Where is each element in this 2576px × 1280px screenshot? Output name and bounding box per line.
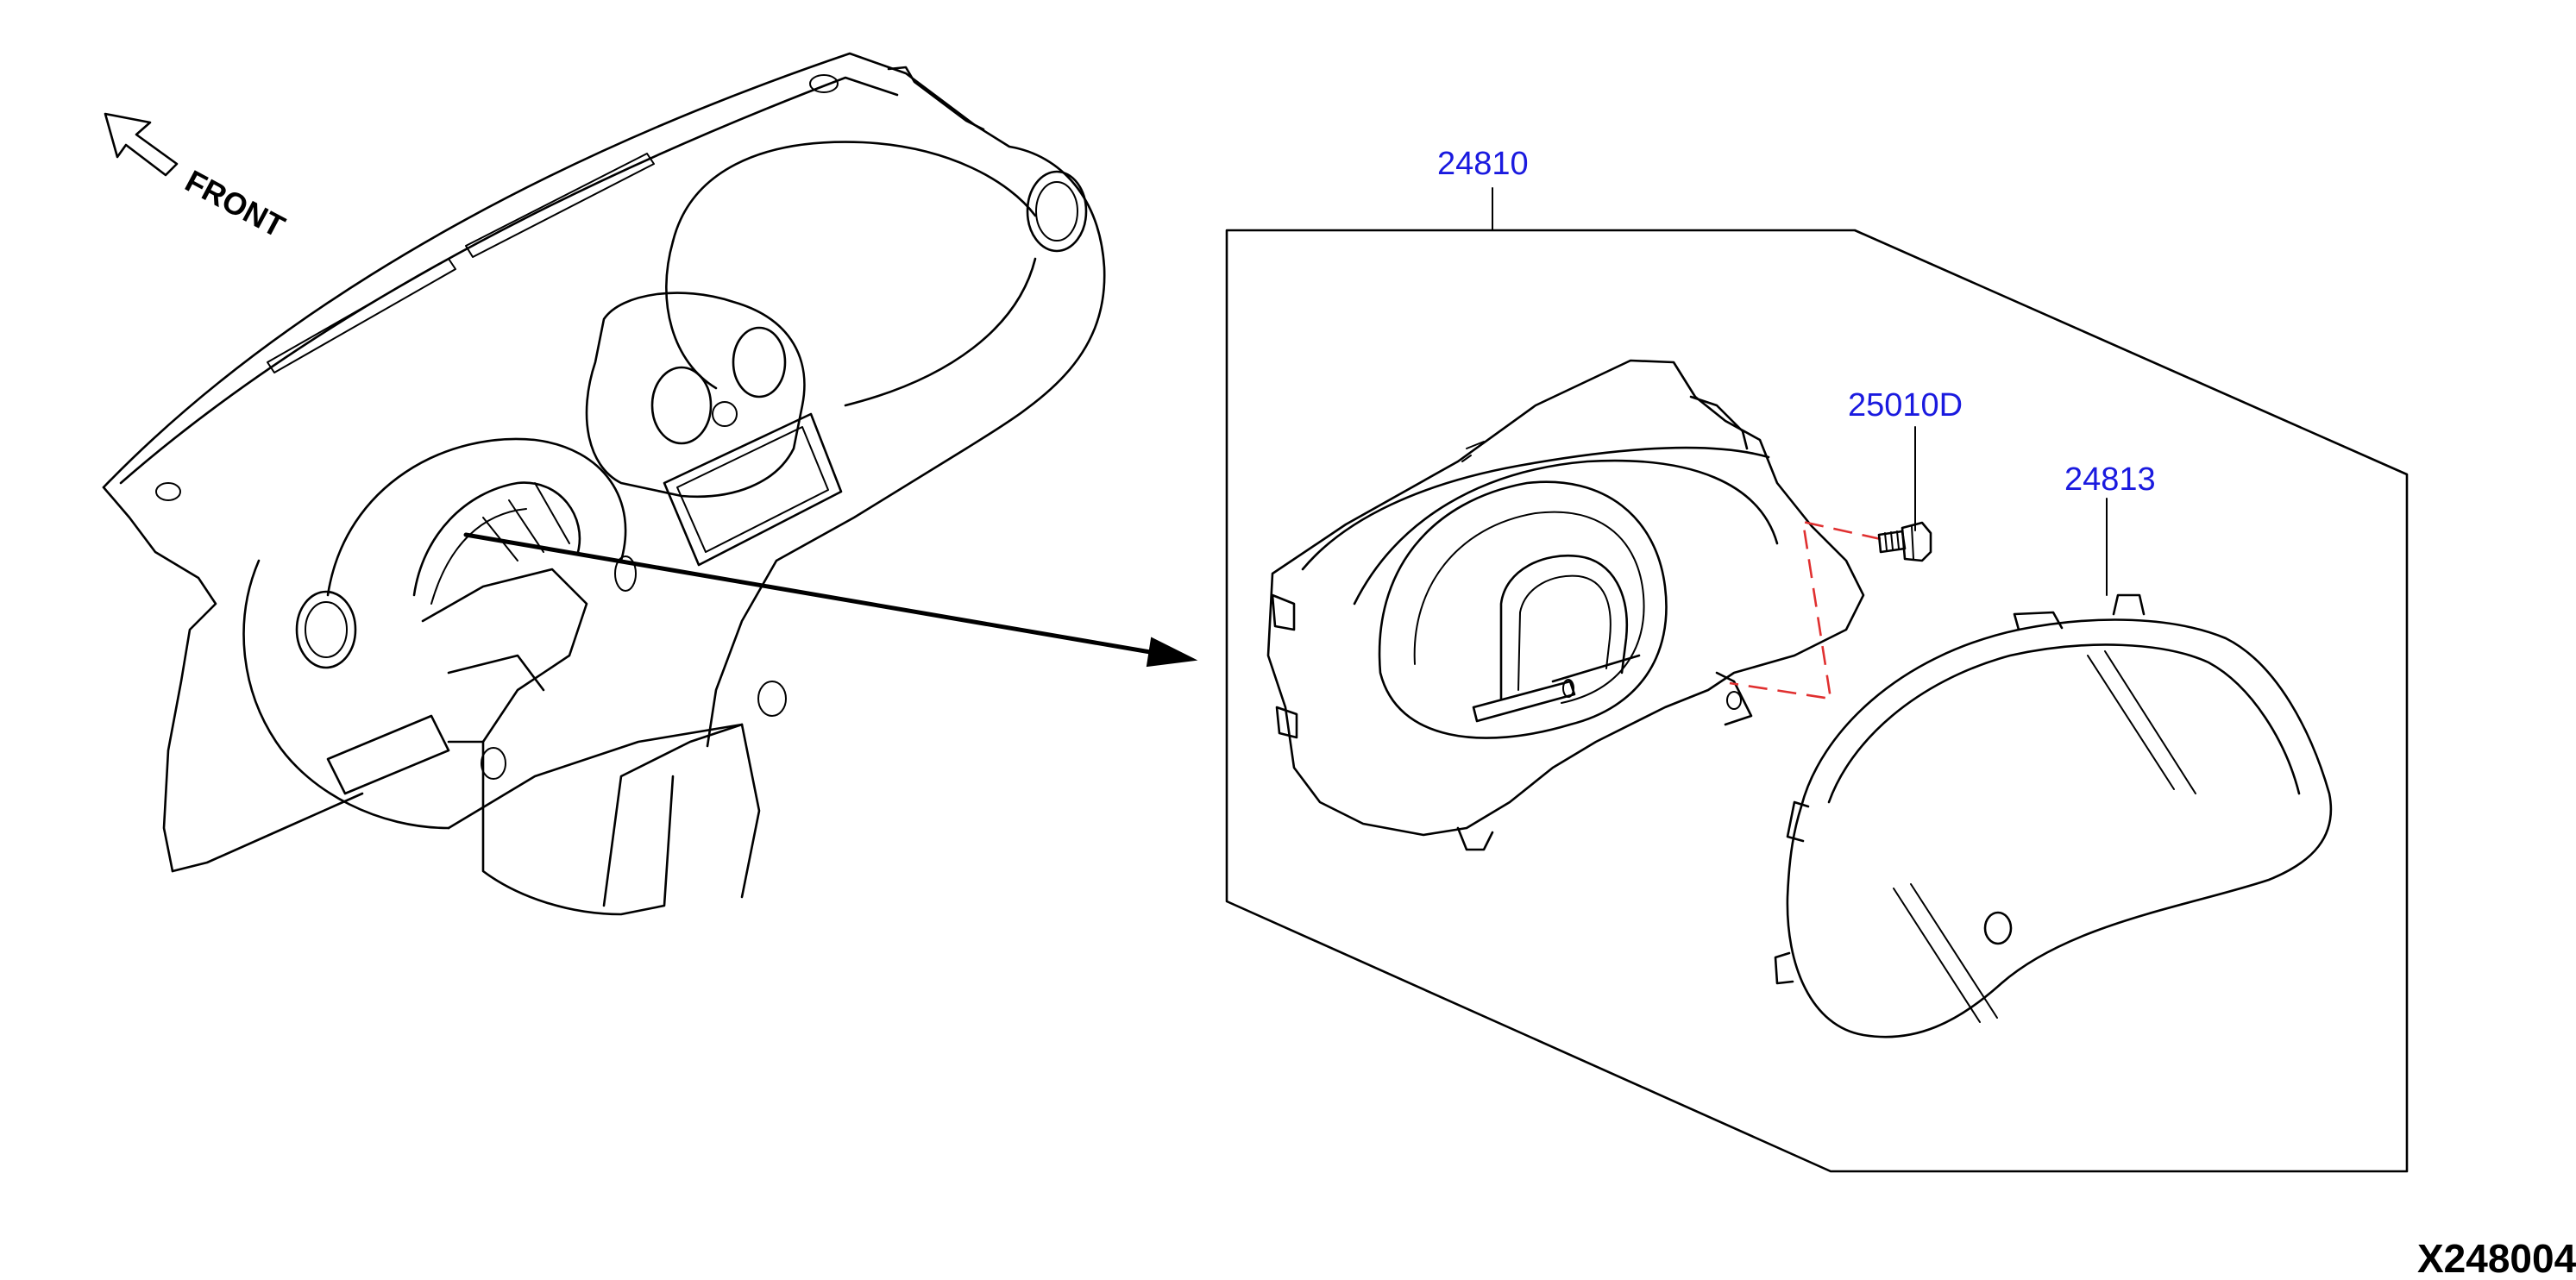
cluster-leader-arrow — [463, 532, 1198, 668]
cluster-lens-24813 — [1774, 593, 2333, 1038]
front-label: FRONT — [179, 163, 291, 244]
diagram-code: X2480044 — [2417, 1236, 2576, 1280]
assembly-frame — [1225, 187, 2409, 1173]
callout-24813[interactable]: 24813 — [2064, 461, 2156, 498]
callout-24810[interactable]: 24810 — [1437, 146, 1529, 182]
front-arrow-icon — [104, 112, 179, 177]
callout-25010D[interactable]: 25010D — [1848, 387, 1963, 424]
screw-guide-dashed — [1729, 520, 1882, 700]
screw-25010D-icon — [1877, 521, 1932, 562]
instrument-cluster-housing — [1266, 359, 1865, 851]
dashboard-drawing — [102, 52, 1106, 916]
